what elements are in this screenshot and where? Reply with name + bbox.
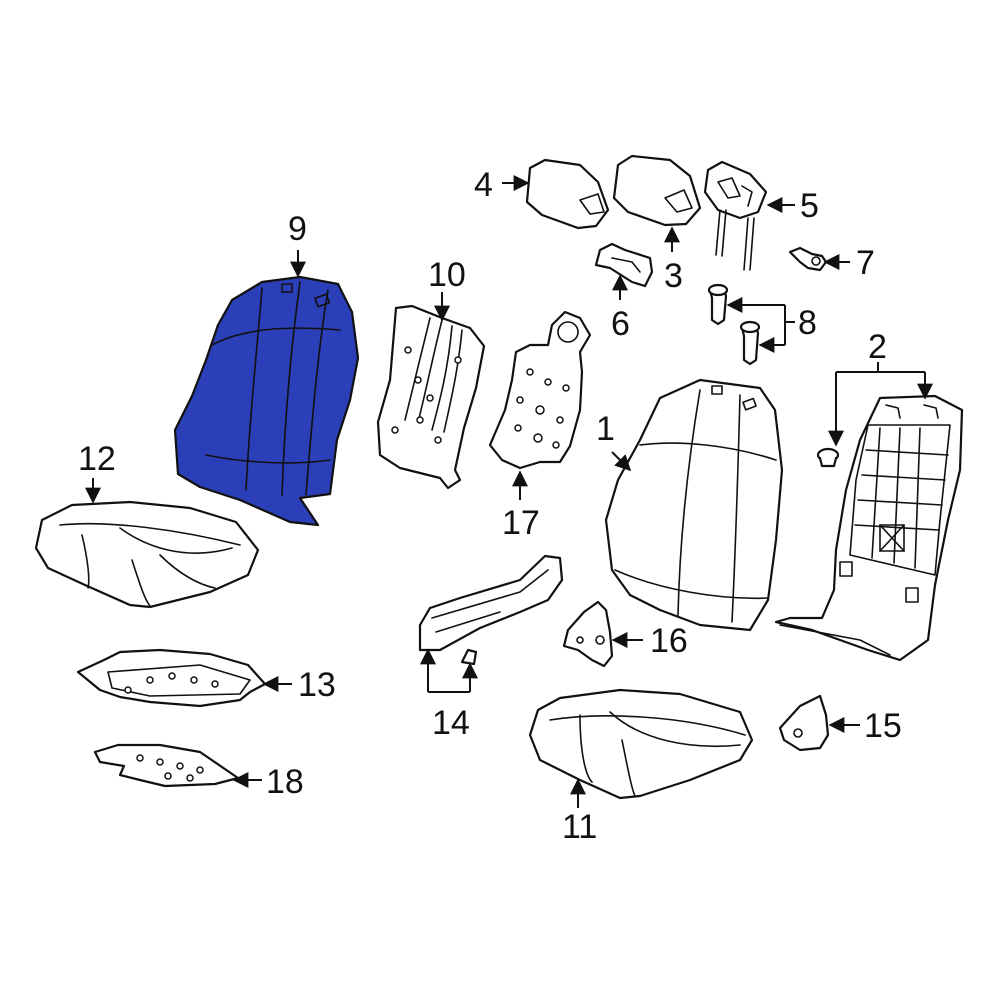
callout-14[interactable]: 14 [432,704,470,742]
callout-9[interactable]: 9 [288,210,307,248]
callout-7[interactable]: 7 [856,244,875,282]
part-1-seat-back-trim[interactable] [604,378,784,632]
part-7-clip[interactable] [788,246,828,272]
callout-13[interactable]: 13 [298,666,336,704]
part-18-back-heater[interactable] [93,743,240,788]
callout-labels: 1 2 3 4 5 6 7 8 9 10 11 12 13 14 15 16 1… [78,166,902,846]
callout-4[interactable]: 4 [474,166,493,204]
part-2-screw[interactable] [816,447,840,468]
part-11-seat-cushion-trim[interactable] [528,688,754,800]
part-3-headrest-trim[interactable] [612,154,702,227]
part-2-seat-back-frame[interactable] [774,394,964,662]
callout-5[interactable]: 5 [800,187,819,225]
callout-10[interactable]: 10 [428,256,466,294]
callout-8[interactable]: 8 [798,304,817,342]
part-9-seat-back-cover[interactable] [173,275,360,527]
part-12-seat-cushion-pad[interactable] [34,500,260,609]
callout-1[interactable]: 1 [596,410,615,448]
callout-15[interactable]: 15 [864,707,902,745]
part-13-seat-heater[interactable] [76,648,267,708]
part-4-headrest[interactable] [525,158,610,230]
part-14-side-cover[interactable] [418,554,564,666]
callout-12[interactable]: 12 [78,440,116,478]
part-6-headrest-guide[interactable] [594,242,654,288]
part-16-bracket[interactable] [562,600,614,668]
part-10-back-frame-panel[interactable] [376,304,486,490]
callout-17[interactable]: 17 [502,504,540,542]
callout-11[interactable]: 11 [562,808,597,846]
part-15-side-trim[interactable] [778,694,830,752]
part-5-headrest-frame[interactable] [703,160,768,271]
callout-2[interactable]: 2 [868,328,887,366]
callout-6[interactable]: 6 [611,305,630,343]
callout-3[interactable]: 3 [664,257,683,295]
callout-16[interactable]: 16 [650,622,688,660]
part-17-back-board[interactable] [488,310,592,470]
part-8-headrest-pins[interactable] [707,283,761,366]
callout-18[interactable]: 18 [266,763,304,801]
callout-leaders [85,175,933,808]
